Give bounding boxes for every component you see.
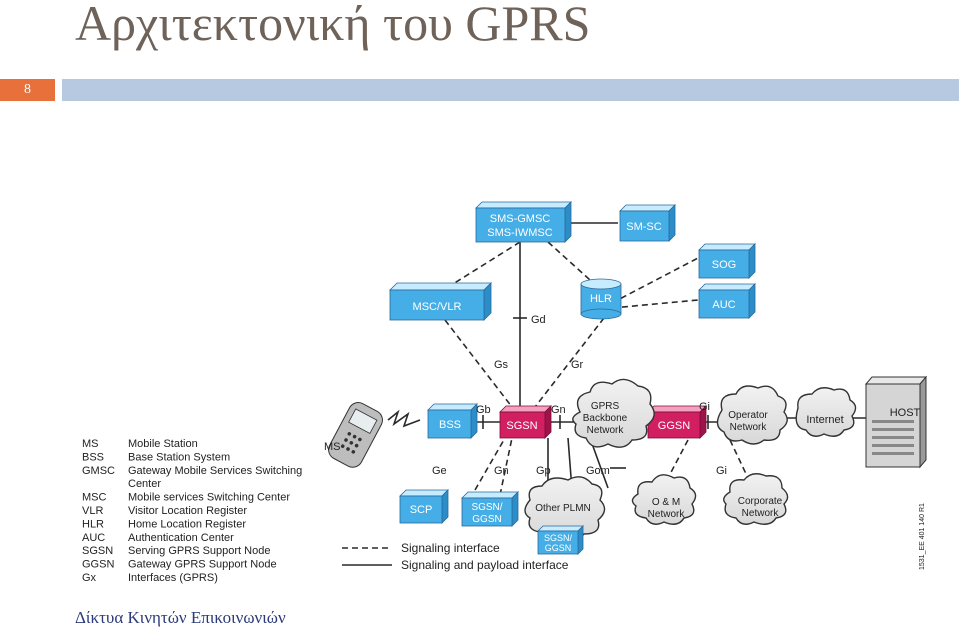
abbr-description: Base Station System (128, 451, 230, 463)
sms-iwmsc-label: SMS-IWMSC (487, 227, 552, 239)
gn2-label: Gn (494, 465, 509, 477)
abbr-description: Serving GPRS Support Node (128, 545, 270, 557)
dashed-links (342, 241, 749, 549)
auc-label: AUC (712, 299, 735, 311)
sgsn-ggsn-label-2: GGSN (472, 514, 501, 525)
plmn-sgsn-label-2: GGSN (545, 543, 572, 553)
corporate-label-2: Network (742, 508, 780, 519)
abbr-term: MS (82, 438, 99, 450)
gi2-label: Gi (716, 465, 727, 477)
abbr-term: GMSC (82, 465, 115, 477)
gr-label: Gr (571, 359, 584, 371)
slide-title: Αρχιτεκτονική του GPRS (75, 0, 591, 51)
abbr-description: Center (128, 478, 161, 490)
abbr-description: Gateway GPRS Support Node (128, 559, 277, 571)
sgsn-ggsn-label-1: SGSN/ (471, 502, 502, 513)
gn-label: Gn (551, 404, 566, 416)
sm-sc-node: SM-SC (619, 204, 676, 242)
corporate-label-1: Corporate (738, 496, 783, 507)
sms-gmsc-label: SMS-GMSC (490, 213, 551, 225)
footer-text: Δίκτυα Κινητών Επικοινωνιών (75, 608, 286, 627)
msc-vlr-node: MSC/VLR (389, 282, 492, 321)
sms-gmsc-node: SMS-GMSC SMS-IWMSC (475, 201, 572, 243)
interface-labels: Gd Gs Gr Gb Gn Gi Ge Gn Gp Gom Gi (432, 314, 727, 477)
ggsn-label: GGSN (658, 420, 690, 432)
ge-label: Ge (432, 465, 447, 477)
abbr-description: Home Location Register (128, 518, 246, 530)
abbr-description: Interfaces (GPRS) (128, 572, 218, 584)
radio-link (387, 409, 421, 428)
hlr-node: HLR (580, 278, 622, 320)
title-bar (62, 79, 959, 101)
host-label: HOST (890, 407, 921, 419)
backbone-label-2: Backbone (583, 413, 628, 424)
corporate-network-cloud: Corporate Network (723, 473, 789, 525)
sog-label: SOG (712, 259, 736, 271)
abbr-term: MSC (82, 492, 107, 504)
sog-node: SOG (698, 243, 756, 279)
page-number: 8 (0, 79, 55, 101)
abbr-term: Gx (82, 572, 97, 584)
abbr-term: AUC (82, 532, 105, 544)
sgsn-node: SGSN (499, 405, 552, 439)
abbr-description: Visitor Location Register (128, 505, 247, 517)
gd-label: Gd (531, 314, 546, 326)
abbr-term: SGSN (82, 545, 113, 557)
gi-label: Gi (699, 401, 710, 413)
abbr-description: Gateway Mobile Services Switching (128, 465, 302, 477)
operator-network-cloud: Operator Network (716, 385, 788, 445)
abbr-term: HLR (82, 518, 104, 530)
om-network-cloud: O & M Network (631, 474, 697, 525)
gom-label: Gom (586, 465, 610, 477)
sm-sc-label: SM-SC (626, 221, 662, 233)
scp-label: SCP (410, 504, 433, 516)
legend-payload: Signaling and payload interface (401, 558, 569, 572)
other-plmn-label: Other PLMN (535, 503, 591, 514)
legend-signaling: Signaling interface (401, 541, 500, 555)
abbr-term: VLR (82, 505, 103, 517)
gprs-backbone-cloud: GPRS Backbone Network (572, 378, 655, 448)
abbr-term: BSS (82, 451, 104, 463)
backbone-label-1: GPRS (591, 401, 620, 412)
ms-label: MS (324, 441, 341, 453)
sgsn-label: SGSN (506, 420, 537, 432)
sgsn-ggsn-node: SGSN/ GGSN (461, 491, 519, 527)
other-plmn-cloud: Other PLMN (524, 476, 606, 541)
om-label-2: Network (648, 509, 686, 520)
bss-label: BSS (439, 419, 461, 431)
figure-id: 1531_EE 401 140 R1 (919, 503, 926, 570)
operator-label-2: Network (730, 422, 768, 433)
host-server-icon: HOST (864, 375, 928, 469)
scp-node: SCP (399, 489, 449, 524)
plmn-sgsn-label-1: SGSN/ (544, 533, 573, 543)
auc-node: AUC (698, 283, 756, 319)
gb-label: Gb (476, 404, 491, 416)
ggsn-node: GGSN (647, 405, 707, 439)
internet-cloud: Internet (795, 387, 857, 437)
gp-label: Gp (536, 465, 551, 477)
backbone-label-3: Network (587, 425, 625, 436)
operator-label-1: Operator (728, 410, 768, 421)
mobile-phone-icon (328, 402, 383, 468)
hlr-label: HLR (590, 293, 612, 305)
internet-label: Internet (806, 414, 843, 426)
abbr-term: GGSN (82, 559, 114, 571)
bss-node: BSS (427, 403, 478, 439)
plmn-sgsn-ggsn-node: SGSN/ GGSN (537, 525, 584, 555)
msc-vlr-label: MSC/VLR (413, 301, 462, 313)
abbr-description: Mobile Station (128, 438, 198, 450)
abbr-description: Mobile services Switching Center (128, 492, 290, 504)
om-label-1: O & M (652, 497, 680, 508)
abbr-description: Authentication Center (128, 532, 234, 544)
gs-label: Gs (494, 359, 509, 371)
